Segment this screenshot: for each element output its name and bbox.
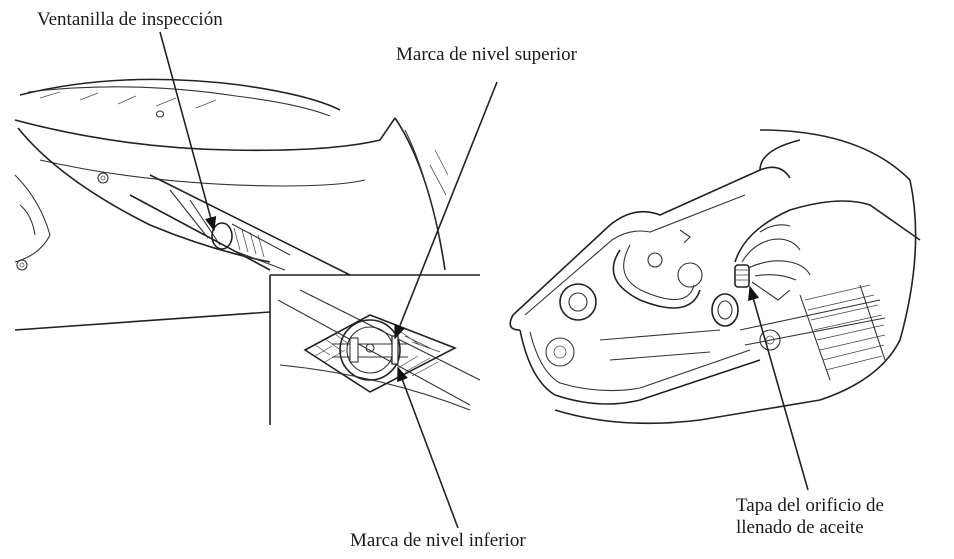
right-compartment: [510, 130, 920, 423]
leader-lines: [160, 32, 808, 528]
arrow-inspection-window: [160, 32, 214, 230]
left-scooter-body: [15, 79, 480, 425]
sight-glass-inset: [278, 290, 480, 410]
label-lower-mark: Marca de nivel inferior: [350, 530, 526, 552]
arrow-upper-mark: [395, 82, 497, 338]
label-oil-cap-line2: llenado de aceite: [736, 517, 864, 539]
label-oil-cap-line1: Tapa del orificio de: [736, 495, 884, 517]
arrow-lower-mark: [398, 368, 458, 528]
label-upper-mark: Marca de nivel superior: [396, 44, 577, 66]
label-inspection-window: Ventanilla de inspección: [37, 9, 223, 31]
